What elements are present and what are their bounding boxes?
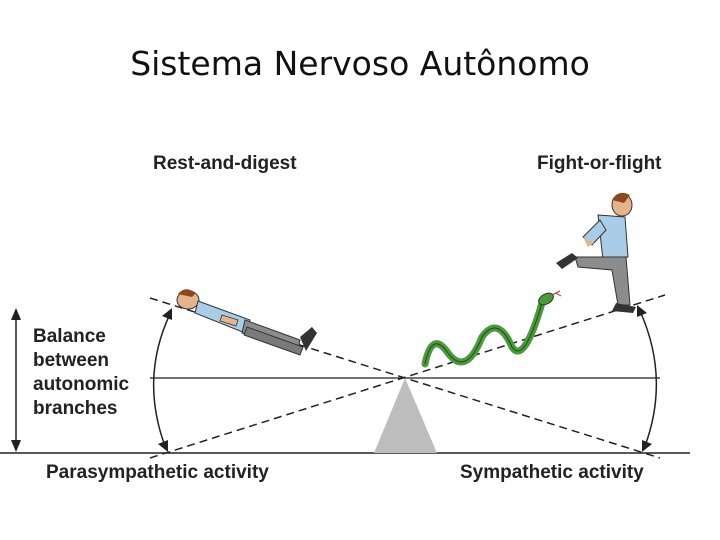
reclining-man-illustration — [176, 289, 317, 356]
rest-and-digest-label: Rest-and-digest — [153, 153, 297, 174]
snake-outline — [424, 302, 543, 365]
balance-label: Balance between autonomic branches — [33, 326, 130, 419]
parasympathetic-activity-label: Parasympathetic activity — [46, 462, 269, 483]
left-arc-bottom-arrowhead — [158, 440, 168, 452]
right-arc — [639, 310, 658, 447]
fulcrum-triangle — [374, 378, 437, 453]
autonomic-balance-diagram: Rest-and-digest Fight-or-flight Balance … — [0, 115, 720, 495]
snake-tongue — [551, 290, 562, 297]
left-arc — [152, 313, 171, 447]
running-man-illustration — [556, 192, 636, 313]
snake-illustration — [421, 299, 546, 368]
diagram-graphics — [0, 192, 690, 459]
sympathetic-activity-label: Sympathetic activity — [460, 462, 644, 483]
slide-title: Sistema Nervoso Autônomo — [130, 44, 590, 83]
balance-arrow-up-head — [11, 308, 21, 320]
balance-arrow-down-head — [11, 440, 21, 452]
right-arc-bottom-arrowhead — [642, 440, 652, 452]
fight-or-flight-label: Fight-or-flight — [537, 153, 662, 174]
left-arc-top-arrowhead — [162, 308, 172, 320]
right-arc-top-arrowhead — [637, 305, 647, 317]
